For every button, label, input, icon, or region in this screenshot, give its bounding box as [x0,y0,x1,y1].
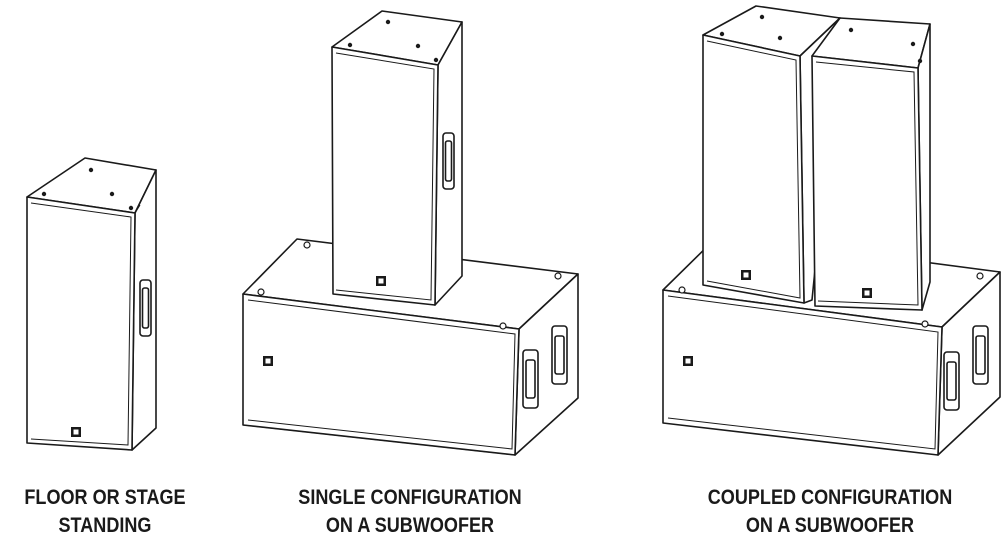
floor-standing-speaker [26,157,157,451]
mounting-hole-icon [848,27,854,33]
caption-line: ON A SUBWOOFER [325,514,495,537]
caption-coupled-configuration: COUPLED CONFIGURATION ON A SUBWOOFER [692,484,967,540]
mounting-hole-icon [257,288,265,296]
mounting-hole-icon [719,31,725,37]
handle-icon [972,325,989,385]
caption-single-configuration: SINGLE CONFIGURATION ON A SUBWOOFER [281,484,539,540]
speaker-front-face [702,34,805,304]
mounting-hole-icon [678,286,686,294]
mounting-hole-icon [41,191,47,197]
logo-badge-icon [263,356,273,366]
mounting-hole-icon [415,43,421,49]
mounting-hole-icon [910,41,916,47]
speaker-front-face [811,55,923,311]
handle-icon [139,279,152,337]
mounting-hole-icon [433,57,439,63]
handle-icon [943,351,960,411]
single-config-subwoofer [242,10,579,456]
caption-line: SINGLE CONFIGURATION [298,486,522,509]
mounting-hole-icon [385,19,391,25]
handle-icon [522,349,539,409]
mounting-hole-icon [917,58,923,64]
caption-floor-standing: FLOOR OR STAGE STANDING [15,484,196,540]
logo-badge-icon [741,270,751,280]
handle-icon [551,325,568,385]
mounting-hole-icon [499,322,507,330]
speaker-front-face [331,46,439,306]
mounting-hole-icon [303,241,311,249]
mounting-hole-icon [109,191,115,197]
logo-badge-icon [862,288,872,298]
logo-badge-icon [71,427,81,437]
caption-line: ON A SUBWOOFER [745,514,915,537]
caption-line: COUPLED CONFIGURATION [707,486,953,509]
subwoofer-front-face [662,289,943,456]
mounting-hole-icon [759,14,765,20]
logo-badge-icon [683,356,693,366]
caption-line: FLOOR OR STAGE [24,486,186,509]
mounting-hole-icon [921,320,929,328]
mounting-hole-icon [128,205,134,211]
handle-icon [442,132,455,190]
mounting-hole-icon [347,42,353,48]
mounting-hole-icon [777,35,783,41]
speaker-front-face [26,196,136,451]
mounting-hole-icon [88,167,94,173]
mounting-hole-icon [976,272,984,280]
mounting-hole-icon [554,272,562,280]
caption-line: STANDING [58,514,152,537]
logo-badge-icon [376,276,386,286]
coupled-config-subwoofer [662,5,1001,456]
